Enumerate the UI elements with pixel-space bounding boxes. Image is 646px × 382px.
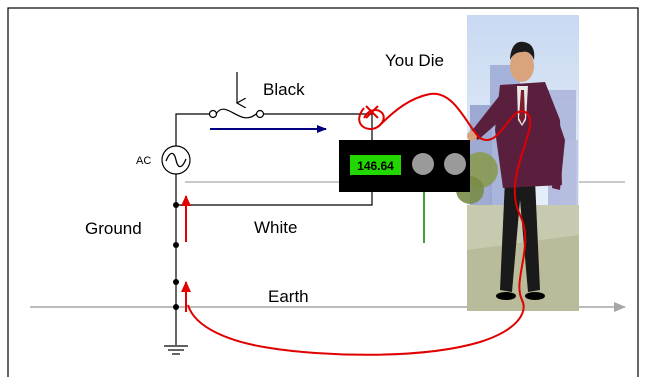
earth-label: Earth xyxy=(268,287,309,306)
ground-label: Ground xyxy=(85,219,142,238)
black-wire-label: Black xyxy=(263,80,305,99)
ac-label: AC xyxy=(136,155,151,167)
meter-knob-right xyxy=(444,153,466,175)
you-die-label: You Die xyxy=(385,51,444,70)
junction-dots xyxy=(173,202,179,310)
ground-symbol xyxy=(164,345,188,355)
meter-display xyxy=(350,155,401,175)
fault-current-path xyxy=(187,92,532,356)
meter-knob-left xyxy=(412,153,434,175)
circuit-wiring xyxy=(175,113,373,345)
ac-source-symbol xyxy=(161,145,191,175)
meter-device: 146.64 xyxy=(339,140,470,192)
meter-reading: 146.64 xyxy=(357,159,394,173)
white-wire-label: White xyxy=(254,218,297,237)
fuse-symbol xyxy=(208,108,265,119)
person-illustration xyxy=(456,15,579,311)
